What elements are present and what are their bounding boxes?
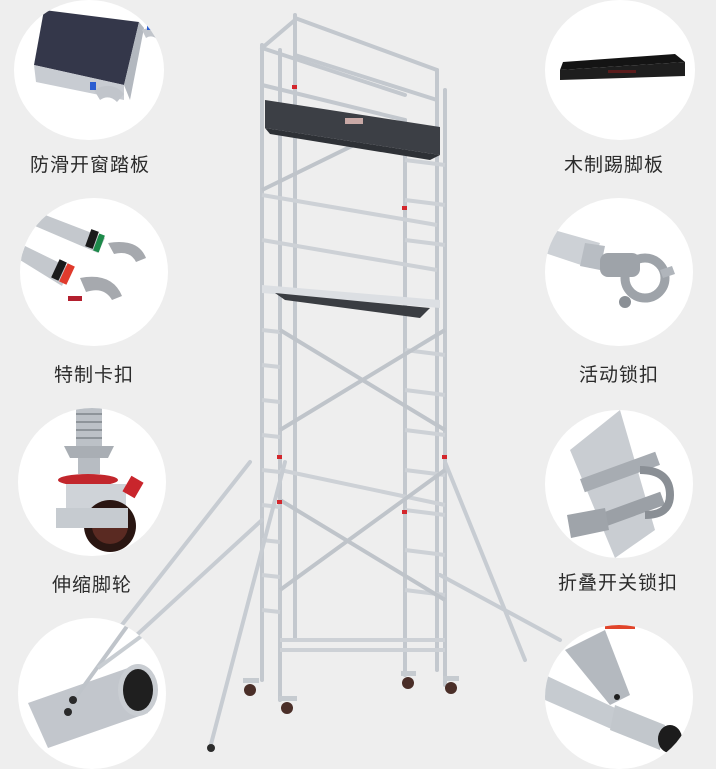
feature-image-swivel-clamp bbox=[545, 198, 693, 346]
platform-deck-icon bbox=[34, 10, 164, 102]
feature-image-outrigger-foot bbox=[545, 625, 693, 769]
feature-image-special-clamp bbox=[20, 198, 168, 346]
feature-label-telescopic-caster: 伸缩脚轮 bbox=[51, 574, 132, 596]
caster-wheel-icon bbox=[207, 671, 459, 752]
feature-image-telescopic-caster bbox=[18, 408, 166, 556]
swivel-coupler-icon bbox=[545, 228, 675, 308]
feature-image-folding-lock bbox=[545, 410, 693, 558]
toe-board-icon bbox=[560, 54, 685, 80]
feature-label-special-clamp: 特制卡扣 bbox=[53, 364, 134, 386]
folding-lock-icon bbox=[567, 410, 675, 558]
feature-image-toe-board bbox=[545, 0, 695, 140]
feature-label-swivel-clamp: 活动锁扣 bbox=[578, 364, 659, 386]
outrigger-foot-icon bbox=[545, 625, 682, 753]
feature-image-outrigger-tube-end bbox=[18, 618, 166, 769]
clamp-hook-icon bbox=[20, 213, 146, 301]
feature-image-anti-slip-platform bbox=[14, 0, 164, 140]
caster-wheel-icon bbox=[56, 408, 144, 552]
tube-end-icon bbox=[28, 618, 166, 748]
feature-label-toe-board: 木制踢脚板 bbox=[563, 154, 664, 176]
feature-label-anti-slip-platform: 防滑开窗踏板 bbox=[29, 154, 150, 176]
feature-label-folding-lock: 折叠开关锁扣 bbox=[557, 572, 678, 594]
